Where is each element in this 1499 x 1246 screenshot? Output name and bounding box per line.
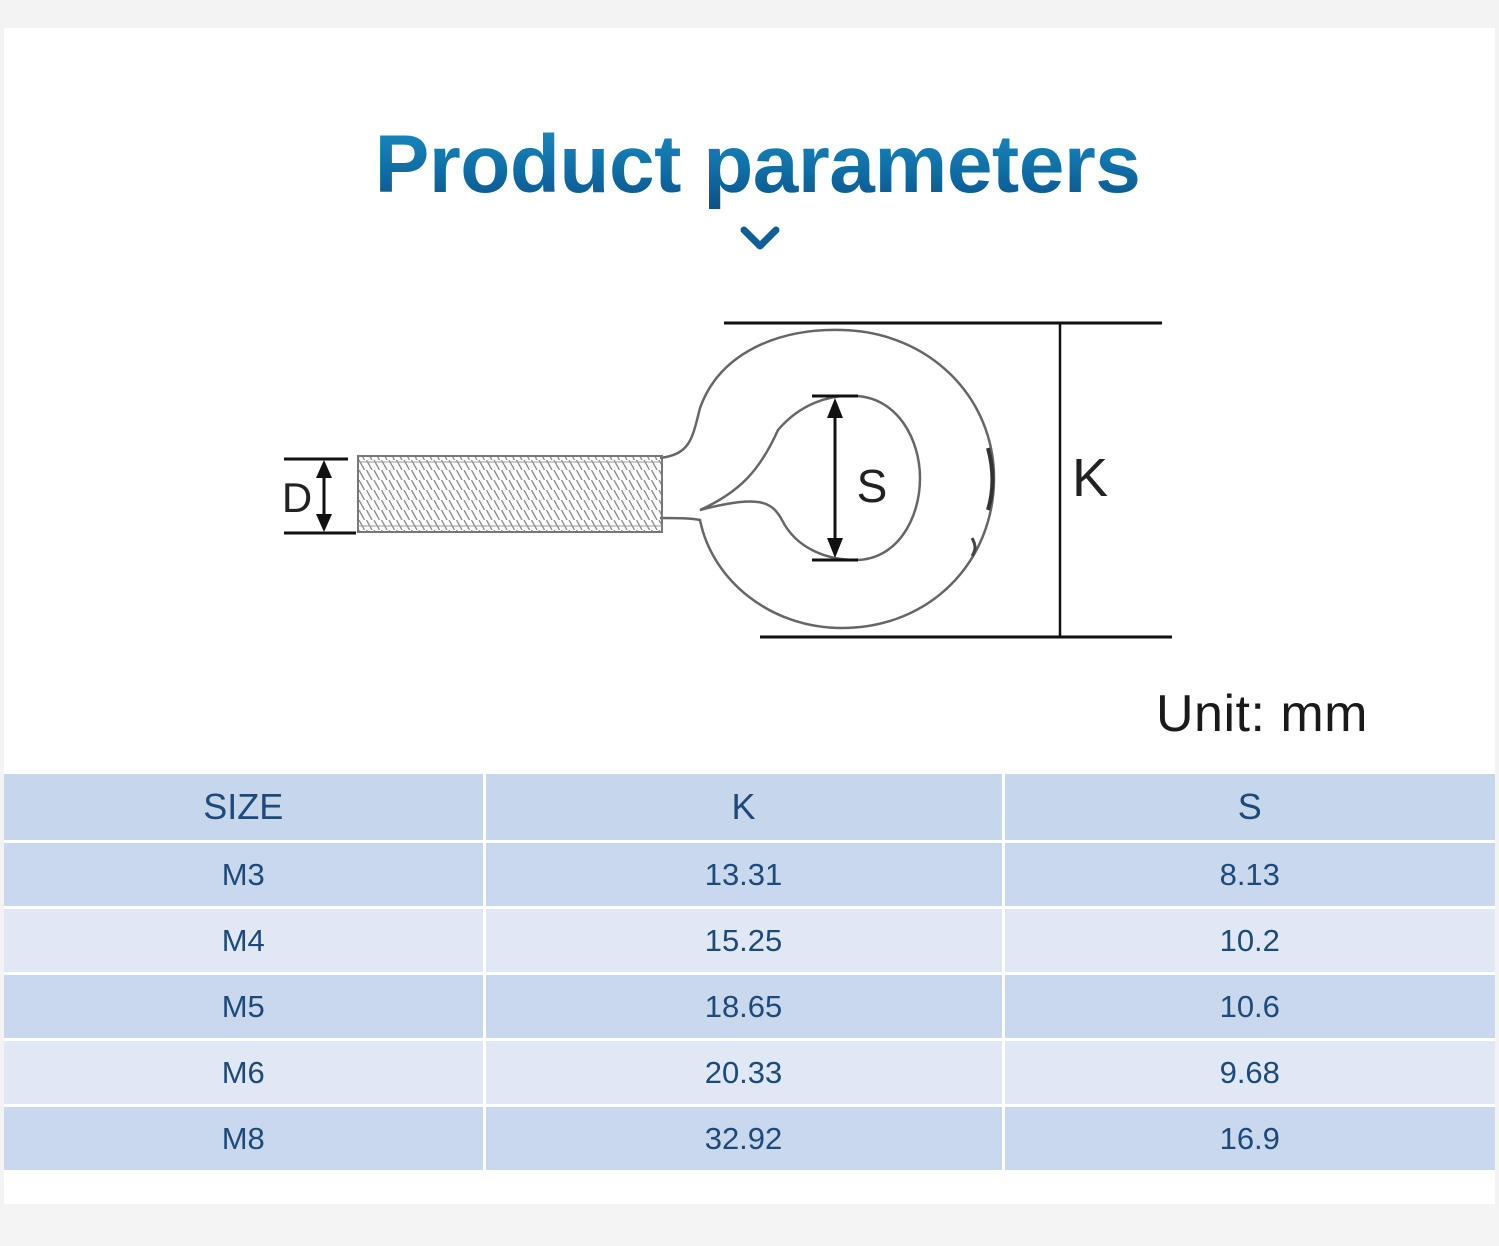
table-row: M5 18.65 10.6 (4, 973, 1495, 1041)
threaded-shank (357, 455, 663, 533)
cell-k: 18.65 (484, 973, 1005, 1041)
cell-k: 32.92 (484, 1105, 1005, 1173)
dimension-s (812, 394, 858, 562)
header-s: S (1003, 774, 1495, 843)
header-k: K (484, 774, 1005, 843)
cell-k: 15.25 (484, 907, 1005, 975)
cell-size: M8 (4, 1105, 486, 1173)
cell-s: 8.13 (1003, 841, 1495, 909)
label-d: D (282, 474, 312, 521)
cell-k: 13.31 (484, 841, 1005, 909)
label-k: K (1072, 448, 1108, 508)
eye-ring-inner (699, 394, 922, 562)
cell-size: M3 (4, 841, 486, 909)
cell-s: 10.6 (1003, 973, 1495, 1041)
table-row: M4 15.25 10.2 (4, 907, 1495, 975)
header-size: SIZE (4, 774, 486, 843)
parameters-table: SIZE K S M3 13.31 8.13 M4 15.25 10.2 M5 … (4, 774, 1495, 1173)
cell-size: M6 (4, 1039, 486, 1107)
bottom-strip (0, 1206, 1499, 1246)
table-row: M3 13.31 8.13 (4, 841, 1495, 909)
chevron-down-icon (740, 226, 780, 250)
label-s: S (857, 460, 888, 512)
unit-label: Unit: mm (1156, 685, 1368, 743)
table-row: M8 32.92 16.9 (4, 1105, 1495, 1173)
table-row: M6 20.33 9.68 (4, 1039, 1495, 1107)
cell-s: 9.68 (1003, 1039, 1495, 1107)
cell-k: 20.33 (484, 1039, 1005, 1107)
cell-s: 10.2 (1003, 907, 1495, 975)
dimension-d (284, 457, 356, 535)
cell-s: 16.9 (1003, 1105, 1495, 1173)
page-title: Product parameters (0, 118, 1499, 212)
dimension-k (724, 321, 1172, 639)
cell-size: M5 (4, 973, 486, 1041)
eye-bolt-diagram: D S K (282, 321, 1172, 639)
cell-size: M4 (4, 907, 486, 975)
table-header-row: SIZE K S (4, 774, 1495, 843)
